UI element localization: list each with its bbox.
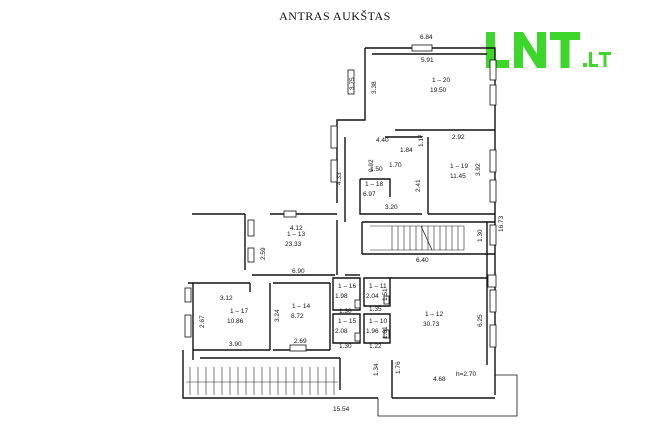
room-area: 30.73 [423, 321, 440, 328]
dimension: 1.70 [389, 162, 402, 169]
room-labels: 1 – 20 19.50 1 – 19 11.45 1 – 18 6.97 1 … [227, 77, 468, 335]
room-id: 1 – 17 [230, 308, 248, 315]
room-id: 1 – 14 [292, 303, 310, 310]
room-id: 1 – 19 [450, 163, 468, 170]
dimension: 6.84 [420, 34, 433, 41]
room-area: 2.08 [335, 328, 348, 335]
dimension: 3.20 [385, 204, 398, 211]
dimension: 4.68 [433, 376, 446, 383]
dimension: 3.24 [274, 309, 281, 322]
room-area: 1.96 [366, 328, 379, 335]
dimension: 3.92 [475, 163, 482, 176]
walls [182, 47, 518, 417]
room-id: 1 – 12 [425, 311, 443, 318]
stairs [186, 225, 465, 395]
dimension: 1.35 [369, 306, 382, 313]
dimension: 2.69 [294, 338, 307, 345]
dimension: 3.12 [220, 295, 233, 302]
dimension: 1.61 [382, 326, 389, 339]
dimension: 15.54 [333, 406, 350, 413]
dimension: 0.92 [368, 159, 375, 172]
room-area: 1.98 [335, 293, 348, 300]
dimension: 1.22 [369, 343, 382, 350]
room-area: 2.04 [366, 293, 379, 300]
room-area: 8.72 [291, 313, 304, 320]
dimension: 3.75 [349, 77, 356, 90]
dimension: 1.17 [418, 134, 425, 147]
dimension: 5.91 [421, 57, 434, 64]
dimension: 6.90 [292, 268, 305, 275]
room-area: 23.33 [285, 241, 302, 248]
dimension: 3.38 [371, 81, 378, 94]
dimension-labels: 6.84 5.91 3.75 3.38 4.40 2.92 1.84 1.17 … [199, 34, 505, 413]
room-id: 1 – 11 [369, 283, 387, 290]
room-id: 1 – 13 [287, 231, 305, 238]
plan-title: ANTRAS AUKŠTAS [279, 9, 391, 23]
height-note: h=2.70 [456, 371, 476, 378]
room-area: 11.45 [450, 173, 466, 180]
room-id: 1 – 10 [369, 318, 387, 325]
dimension: 1.50 [370, 166, 383, 173]
dimension: 1.51 [382, 288, 389, 301]
dimension: 1.30 [339, 308, 352, 315]
dimension: 2.92 [452, 134, 465, 141]
dimension: 1.84 [400, 147, 413, 154]
dimension: 4.12 [290, 225, 303, 232]
dimension: 4.40 [376, 137, 389, 144]
dimension: 6.25 [477, 314, 484, 327]
dimension: 1.30 [339, 343, 352, 350]
window-marks [184, 44, 497, 352]
room-id: 1 – 16 [338, 283, 356, 290]
dimension: 1.34 [373, 363, 380, 376]
dimension: 3.90 [229, 341, 242, 348]
room-area: 6.97 [363, 191, 376, 198]
dimension: 6.40 [416, 257, 429, 264]
dimension: 4.33 [336, 172, 343, 185]
dimension: 1.30 [477, 229, 484, 242]
dimension: 2.41 [415, 179, 422, 192]
room-id: 1 – 15 [338, 318, 356, 325]
room-area: 10.86 [227, 318, 244, 325]
dimension: 2.67 [199, 315, 206, 328]
dimension: 2.59 [260, 247, 267, 260]
room-area: 19.50 [430, 87, 447, 94]
dimension: 16.73 [498, 215, 505, 232]
lnt-logo [486, 32, 611, 68]
room-id: 1 – 20 [432, 77, 450, 84]
dimension: 1.76 [395, 361, 402, 374]
room-id: 1 – 18 [365, 181, 383, 188]
